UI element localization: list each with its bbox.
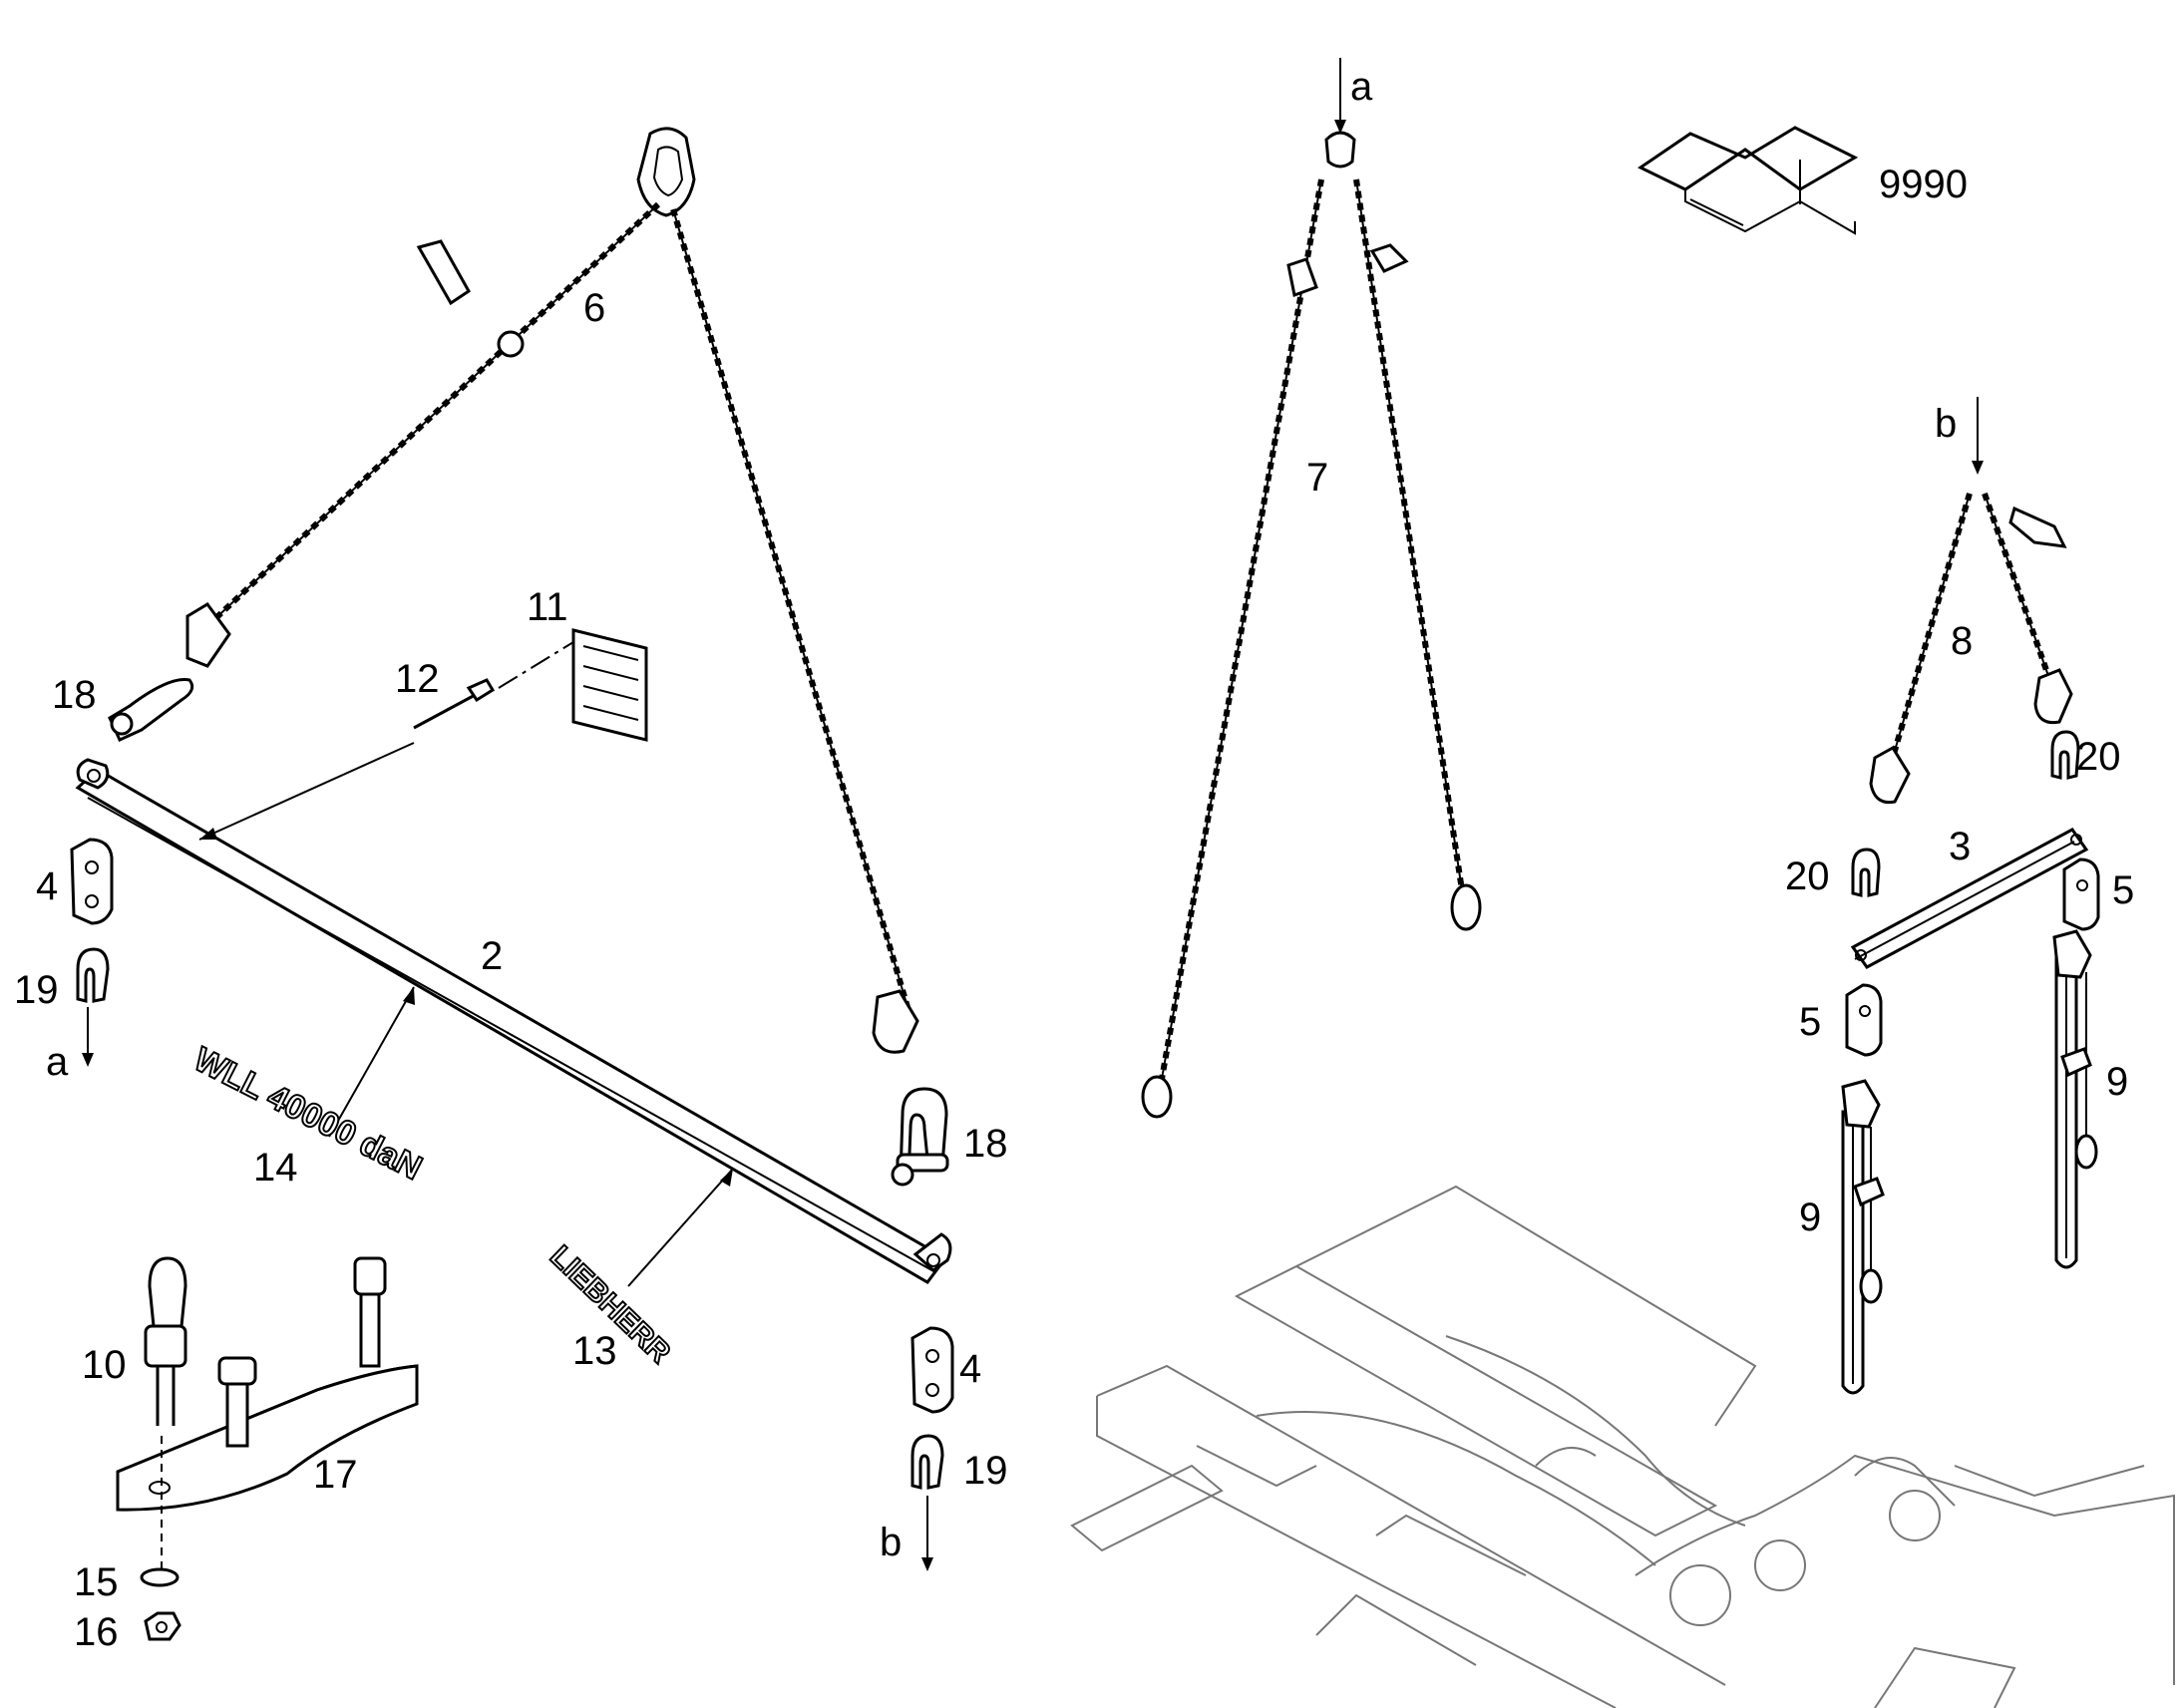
callout-labels: 6 7 8 9990 a b 20 20 3 5 5 9 9 11 12 18 … — [14, 65, 2134, 1654]
callout-9-left: 9 — [1799, 1196, 1821, 1239]
wll-decal-14: WLL 40000 daN — [186, 1039, 429, 1189]
shackle-18-right — [891, 1087, 949, 1187]
plate-4-left — [70, 838, 114, 925]
callout-6: 6 — [583, 286, 605, 330]
ref-b-bottom: b — [880, 1521, 902, 1564]
machine-chassis — [1070, 1185, 2175, 1708]
callout-2: 2 — [481, 934, 503, 978]
callout-11: 11 — [527, 585, 568, 629]
callout-15: 15 — [74, 1560, 119, 1604]
shackle-20-left — [1851, 848, 1881, 897]
plate-5-bottom — [1845, 983, 1883, 1057]
ref-a-bottom: a — [46, 1040, 69, 1084]
callout-8: 8 — [1951, 619, 1973, 663]
eye-bolt-10 — [144, 1256, 187, 1575]
wll-decal-text: WLL 40000 daN — [187, 1040, 428, 1188]
washer-15 — [140, 1567, 180, 1587]
callout-17: 17 — [313, 1453, 358, 1497]
shackle-19-left — [76, 947, 110, 1067]
callout-5-right: 5 — [2112, 868, 2134, 912]
callout-3: 3 — [1949, 825, 1971, 868]
callout-20-left: 20 — [1785, 854, 1830, 898]
spreader-beam-3 — [1850, 828, 2089, 969]
callout-18-top: 18 — [52, 673, 97, 717]
operator-manual-icon — [1637, 126, 1859, 235]
callout-18-right: 18 — [963, 1122, 1008, 1166]
chain-sling-6 — [185, 127, 919, 1054]
callout-5-left: 5 — [1799, 1000, 1821, 1044]
rivet-pin-12 — [413, 678, 496, 730]
spreader-beam-2 — [75, 758, 952, 1284]
lifting-bracket-17 — [116, 1256, 419, 1512]
callout-19-left: 19 — [14, 968, 59, 1012]
callout-19-right: 19 — [963, 1449, 1008, 1493]
nut-16 — [144, 1611, 182, 1641]
callout-9990: 9990 — [1879, 163, 1968, 206]
sign-plate-11 — [571, 628, 648, 742]
leader-lines — [198, 641, 734, 1287]
callout-9-right: 9 — [2106, 1060, 2128, 1104]
callout-14: 14 — [253, 1146, 298, 1190]
callout-4-left: 4 — [36, 864, 58, 908]
callout-12: 12 — [395, 657, 440, 701]
shackle-19-right — [910, 1434, 944, 1571]
callout-4-right: 4 — [959, 1347, 981, 1391]
ref-b-top: b — [1935, 402, 1957, 446]
chain-sling-8 — [1869, 397, 2073, 805]
round-sling-9-right — [2052, 929, 2098, 1269]
chain-sling-7 — [1141, 58, 1482, 1119]
shackle-18-top — [108, 678, 194, 742]
callout-20-right: 20 — [2076, 735, 2121, 779]
callout-16: 16 — [74, 1610, 119, 1654]
plate-5-top — [2062, 857, 2100, 931]
shackle-20-right — [2050, 730, 2080, 780]
callout-10: 10 — [82, 1343, 127, 1387]
ref-a-top: a — [1350, 65, 1373, 109]
callout-7: 7 — [1306, 456, 1328, 500]
plate-4-right — [910, 1326, 954, 1414]
callout-13: 13 — [572, 1329, 617, 1373]
round-sling-9-left — [1841, 1079, 1885, 1395]
